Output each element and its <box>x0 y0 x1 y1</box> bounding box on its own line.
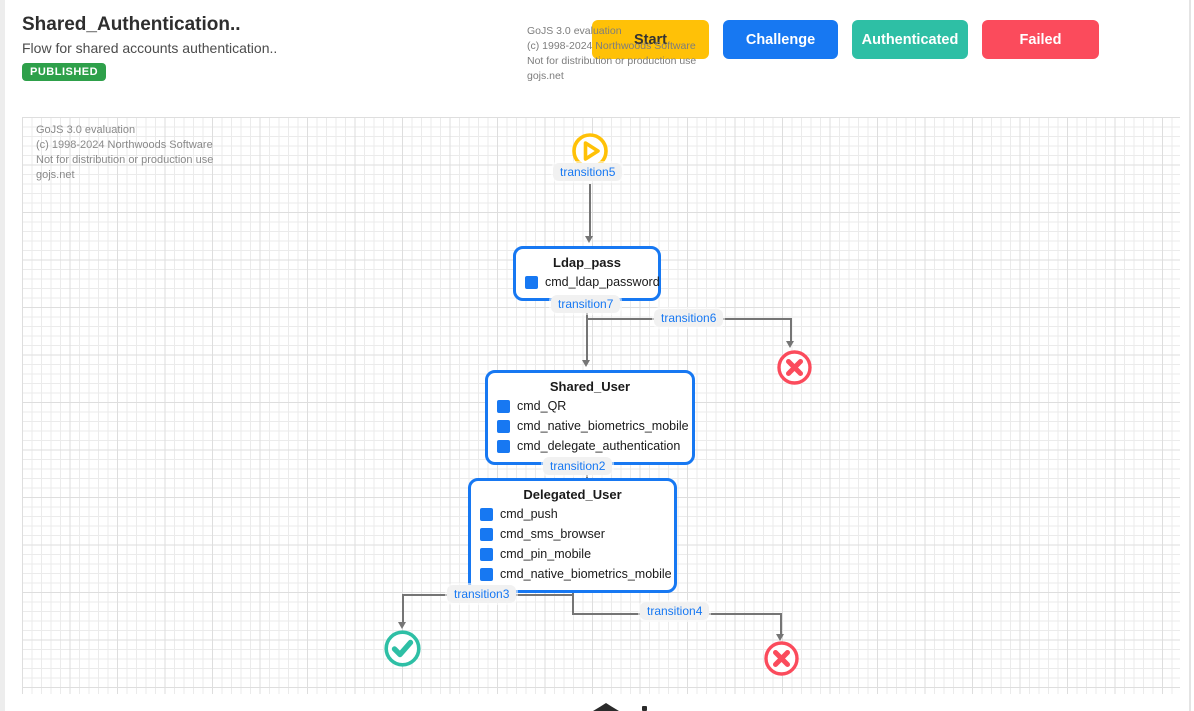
command-row[interactable]: cmd_sms_browser <box>480 524 665 544</box>
left-edge-divider <box>0 0 5 711</box>
start-button[interactable]: Start <box>592 20 709 59</box>
transition3-label[interactable]: transition3 <box>447 585 517 603</box>
transition5-label[interactable]: transition5 <box>553 163 623 181</box>
node-delegated-user[interactable]: Delegated_User cmd_push cmd_sms_browser … <box>468 478 677 593</box>
arrowhead-icon <box>582 360 590 367</box>
command-label: cmd_QR <box>517 399 567 413</box>
command-row[interactable]: cmd_push <box>480 504 665 524</box>
arrowhead-icon <box>776 634 784 641</box>
command-square-icon <box>480 527 493 541</box>
command-square-icon <box>480 507 493 521</box>
transition7-label[interactable]: transition7 <box>551 295 621 313</box>
command-square-icon <box>497 439 510 453</box>
status-badge: PUBLISHED <box>22 63 107 81</box>
page-subtitle: Flow for shared accounts authentication.… <box>22 40 278 56</box>
command-label: cmd_delegate_authentication <box>517 439 681 453</box>
command-label: cmd_sms_browser <box>500 527 605 541</box>
arrowhead-icon <box>786 341 794 348</box>
partial-toolbar-icon[interactable] <box>642 706 647 711</box>
command-label: cmd_native_biometrics_mobile <box>517 419 689 433</box>
command-square-icon <box>525 275 538 289</box>
x-icon[interactable] <box>776 349 813 386</box>
edge-transition6-vertical <box>790 318 792 342</box>
command-label: cmd_ldap_password <box>545 275 660 289</box>
command-label: cmd_push <box>500 507 558 521</box>
gojs-watermark-canvas: GoJS 3.0 evaluation (c) 1998-2024 Northw… <box>36 123 213 183</box>
watermark-line: GoJS 3.0 evaluation <box>36 124 136 136</box>
command-label: cmd_pin_mobile <box>500 547 592 561</box>
authenticated-button[interactable]: Authenticated <box>852 20 968 59</box>
watermark-line: (c) 1998-2024 Northwoods Software <box>36 139 213 151</box>
command-row[interactable]: cmd_native_biometrics_mobile <box>480 564 672 584</box>
arrowhead-icon <box>585 236 593 243</box>
node-title: Delegated_User <box>523 487 622 502</box>
watermark-line: gojs.net <box>36 169 75 181</box>
command-label: cmd_native_biometrics_mobile <box>500 567 672 581</box>
watermark-line: Not for distribution or production use <box>36 154 214 166</box>
node-ldap-pass[interactable]: Ldap_pass cmd_ldap_password <box>513 246 661 301</box>
command-square-icon <box>497 399 510 413</box>
partial-toolbar-icon[interactable] <box>593 703 619 711</box>
transition6-label[interactable]: transition6 <box>654 309 724 327</box>
check-icon[interactable] <box>383 629 422 668</box>
edge-transition5 <box>589 184 591 238</box>
command-row[interactable]: cmd_native_biometrics_mobile <box>497 416 689 436</box>
edge-transition3-vertical <box>402 594 404 623</box>
page-title: Shared_Authentication.. <box>22 14 241 35</box>
command-square-icon <box>480 547 493 561</box>
x-icon[interactable] <box>763 640 800 677</box>
transition4-label[interactable]: transition4 <box>640 602 710 620</box>
edge-transition4-vertical <box>780 613 782 636</box>
failed-button[interactable]: Failed <box>982 20 1099 59</box>
command-row[interactable]: cmd_QR <box>497 396 683 416</box>
edge-transition7 <box>586 296 588 362</box>
watermark-line: gojs.net <box>527 70 564 82</box>
challenge-button[interactable]: Challenge <box>723 20 838 59</box>
node-shared-user[interactable]: Shared_User cmd_QR cmd_native_biometrics… <box>485 370 695 465</box>
node-title: Ldap_pass <box>553 255 621 270</box>
command-square-icon <box>480 567 493 581</box>
node-title: Shared_User <box>549 379 631 394</box>
command-row[interactable]: cmd_pin_mobile <box>480 544 665 564</box>
command-square-icon <box>497 419 510 433</box>
right-edge-divider <box>1189 0 1191 711</box>
transition2-label[interactable]: transition2 <box>543 457 613 475</box>
play-icon[interactable] <box>570 131 610 171</box>
command-row[interactable]: cmd_delegate_authentication <box>497 436 683 456</box>
command-row[interactable]: cmd_ldap_password <box>525 272 660 292</box>
arrowhead-icon <box>398 622 406 629</box>
edge-delegated-out <box>572 585 574 615</box>
